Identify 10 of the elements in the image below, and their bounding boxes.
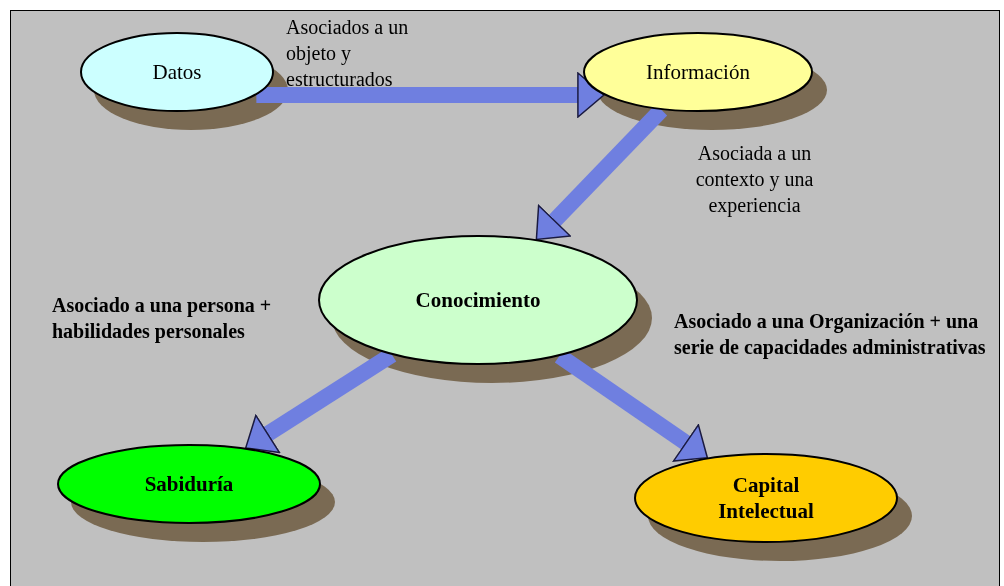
edge-label: Asociados a un objeto y estructurados	[286, 15, 410, 92]
node-label: Capital Intelectual	[717, 472, 815, 524]
node-label: Sabiduría	[144, 471, 234, 497]
edge-label: Asociada a un contexto y una experiencia	[694, 141, 815, 218]
edge-label: Asociado a una Organización + una serie de capacidades administrativas	[674, 309, 987, 360]
block-arrow	[256, 72, 605, 118]
node-label: Información	[646, 59, 750, 85]
node-label: Conocimiento	[415, 287, 541, 313]
edge-label: Asociado a una persona + habilidades personales	[52, 293, 273, 344]
node-label: Datos	[152, 59, 202, 85]
